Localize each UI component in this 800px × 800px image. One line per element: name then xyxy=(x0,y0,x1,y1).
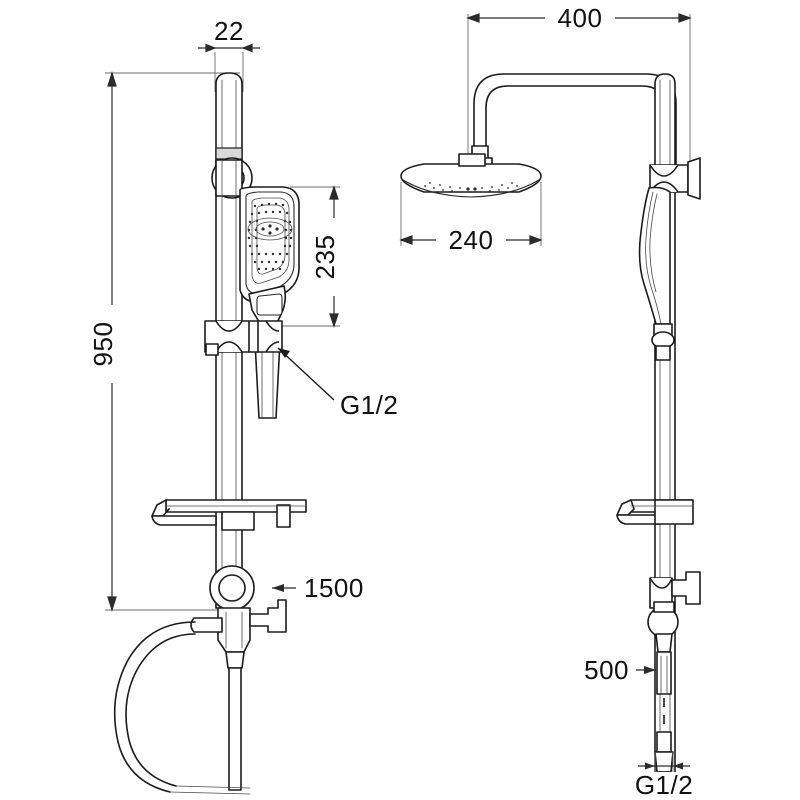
dimension-label-1500: 1500 xyxy=(304,573,364,603)
dimension-supply-hose-length: 500 xyxy=(584,655,656,685)
dimension-overall-height: 950 xyxy=(88,70,250,613)
dimension-hose-length: 1500 xyxy=(272,573,364,603)
dimension-handshower-height: 235 xyxy=(268,185,348,328)
dimension-label-235: 235 xyxy=(310,235,340,280)
side-view-rain-shower-head xyxy=(400,153,542,198)
side-view-shelf-tray xyxy=(616,499,694,525)
side-view-hand-shower-profile xyxy=(638,157,701,361)
dimension-label-400: 400 xyxy=(558,3,603,33)
front-view-shelf-tray xyxy=(151,499,307,531)
callout-label-g12-lower: G1/2 xyxy=(635,770,693,800)
dimension-label-22: 22 xyxy=(214,16,244,46)
dimension-label-950: 950 xyxy=(88,322,118,367)
rain-head-nozzles xyxy=(424,182,518,193)
callout-thread-upper: G1/2 xyxy=(277,347,398,420)
front-view-slider-bracket xyxy=(204,320,283,356)
callout-thread-lower: G1/2 xyxy=(630,752,702,800)
front-view-hand-shower xyxy=(239,186,300,419)
dimension-label-500: 500 xyxy=(584,655,629,685)
hand-shower-nozzles xyxy=(247,202,293,271)
dimension-label-240: 240 xyxy=(449,225,494,255)
dimension-rainhead-diameter: 240 xyxy=(399,182,543,255)
side-view-diverter xyxy=(647,571,701,653)
dimension-riser-width: 22 xyxy=(198,16,260,92)
hand-shower-center-spray xyxy=(247,217,293,241)
front-view-shower-hose xyxy=(113,621,251,795)
front-view-diverter xyxy=(190,565,287,791)
dimension-arm-reach: 400 xyxy=(466,3,692,180)
callout-label-g12-upper: G1/2 xyxy=(340,390,398,420)
